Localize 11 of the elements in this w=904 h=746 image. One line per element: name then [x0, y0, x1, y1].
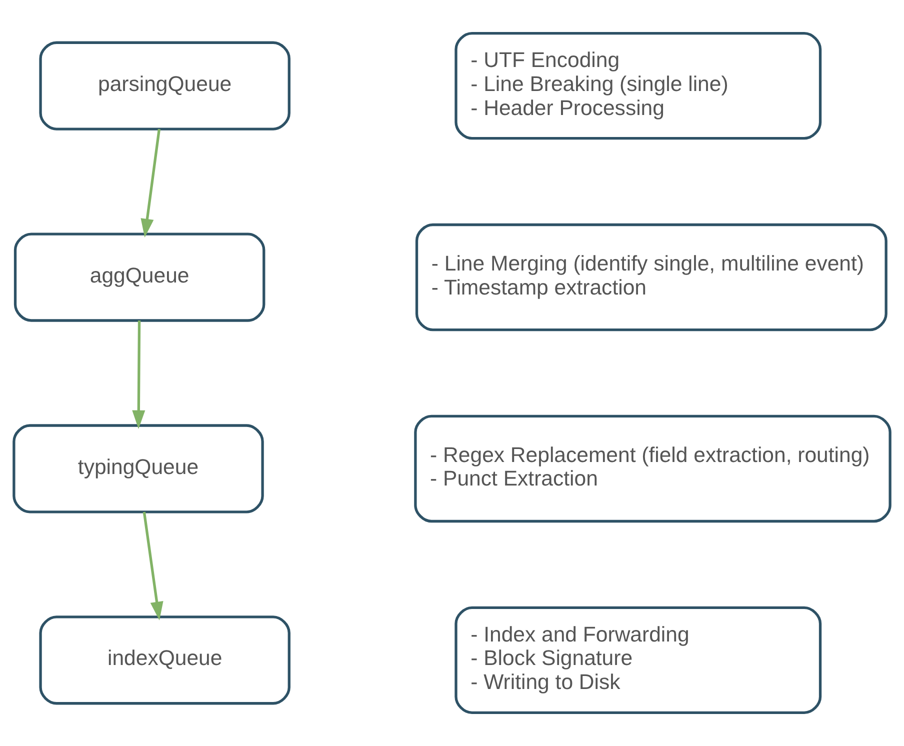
- arrow: [132, 320, 146, 429]
- arrow: [140, 128, 161, 238]
- node-box: typingQueue: [12, 424, 264, 514]
- node-box: - Index and Forwarding - Block Signature - Writing to Disk: [454, 606, 822, 714]
- node-box: indexQueue: [39, 616, 290, 705]
- node-box: - Line Merging (identify single, multiline event) - Timestamp extraction: [415, 223, 888, 332]
- node-box: - Regex Replacement (field extraction, routing) - Punct Extraction: [414, 414, 892, 523]
- arrow: [142, 512, 164, 620]
- node-box: parsingQueue: [39, 41, 290, 130]
- node-box: aggQueue: [14, 232, 266, 322]
- node-box: - UTF Encoding - Line Breaking (single line) - Header Processing: [454, 32, 822, 140]
